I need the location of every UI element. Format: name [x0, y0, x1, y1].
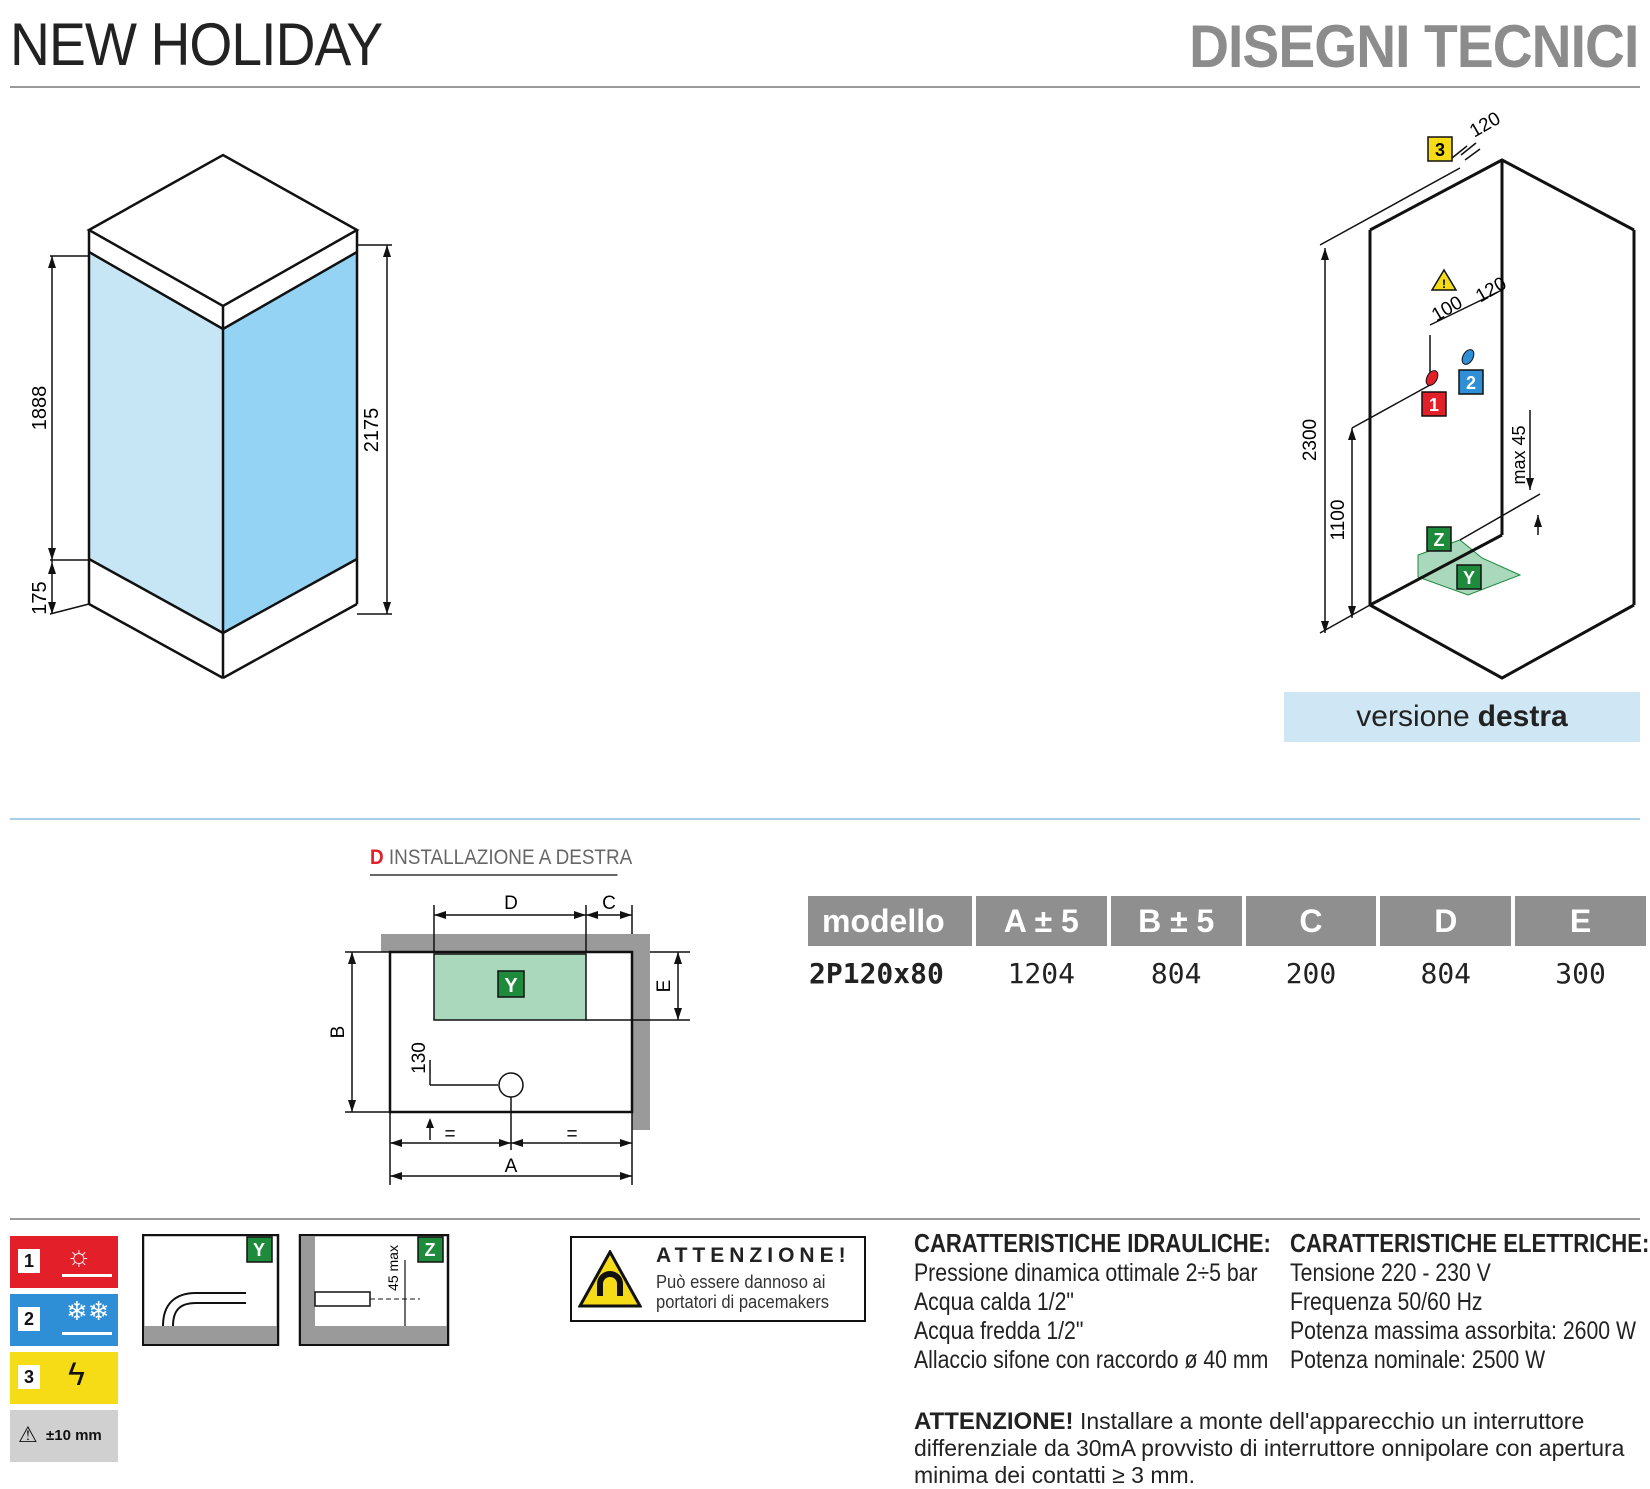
plan-equal-right: =	[566, 1124, 577, 1145]
col-d: D	[1380, 896, 1512, 946]
plan-dim-b: B	[328, 1026, 349, 1039]
legend-tolerance: ⚠ ±10 mm	[10, 1410, 118, 1462]
installation-note: ATTENZIONE! Installare a monte dell'appa…	[914, 1408, 1625, 1488]
cell-b: 804	[1150, 956, 1202, 990]
dim-1100: 1100	[1328, 500, 1349, 541]
warning-icon	[1430, 268, 1458, 291]
legend-electric: 3 ϟ	[10, 1352, 118, 1404]
page-title: NEW HOLIDAY	[10, 11, 383, 78]
marker-y	[1456, 564, 1482, 590]
col-e: E	[1515, 896, 1646, 946]
marker-1	[1421, 391, 1447, 417]
marker-2	[1458, 369, 1484, 395]
cell-model: 2P120x80	[809, 956, 944, 990]
col-c: C	[1245, 896, 1377, 946]
svg-text:Y: Y	[1463, 568, 1475, 588]
dim-2175: 2175	[361, 408, 383, 453]
iso-left-drawing: 1888 175 2175	[29, 153, 392, 680]
iso-right-drawing: ! 3 1 2 Z Y 120 2300 100 120 1100 max 45	[1300, 108, 1636, 680]
dim-2300: 2300	[1300, 419, 1321, 461]
plan-dim-c: C	[602, 893, 616, 914]
col-modello: modello	[808, 896, 972, 946]
plan-dim-a: A	[505, 1156, 518, 1177]
plan-heading: D INSTALLAZIONE A DESTRA	[370, 846, 632, 876]
hydraulic-specs: CARATTERISTICHE IDRAULICHE: Pressione di…	[914, 1228, 1271, 1374]
header-divider	[10, 86, 1640, 88]
detail-z-drawing: Z 45 max	[298, 1234, 450, 1346]
cell-d: 804	[1420, 956, 1472, 990]
hot-outlet	[1425, 370, 1439, 386]
detail-y-drawing: Y	[142, 1234, 280, 1346]
dimensions-table: modello A ± 5 B ± 5 C D E 2P120x80 1204 …	[804, 896, 1650, 1000]
col-b: B ± 5	[1110, 896, 1242, 946]
electric-specs: CARATTERISTICHE ELETTRICHE: Tensione 220…	[1290, 1228, 1650, 1374]
marker-z	[1426, 526, 1452, 552]
dim-max45: max 45	[1509, 425, 1529, 484]
svg-text:Y: Y	[504, 975, 518, 997]
svg-text:1: 1	[1429, 395, 1439, 415]
table-row: 2P120x80 1204 804 200 804 300	[808, 946, 1646, 1000]
svg-text:Y: Y	[253, 1240, 265, 1260]
svg-text:Z: Z	[1434, 530, 1445, 550]
plan-dim-e: E	[654, 980, 675, 993]
magnet-warning-icon	[578, 1250, 642, 1308]
svg-text:Z: Z	[425, 1240, 436, 1260]
plan-dim-d: D	[504, 893, 518, 914]
svg-text:3: 3	[1435, 140, 1445, 160]
glass-right-panel	[223, 252, 357, 633]
dim-175: 175	[29, 581, 51, 614]
plan-equal-left: =	[444, 1124, 455, 1145]
cell-a: 1204	[1007, 956, 1076, 990]
section-divider	[10, 818, 1640, 820]
cell-c: 200	[1285, 956, 1337, 990]
cell-e: 300	[1555, 956, 1606, 990]
dim-120-top: 120	[1466, 108, 1504, 142]
snowflake-water-icon: ❄❄	[66, 1296, 110, 1326]
legend-cold-water: 2 ❄❄	[10, 1294, 118, 1346]
detail-marker-y	[246, 1236, 273, 1263]
warning-icon: ⚠	[18, 1422, 38, 1447]
plan-drawing: Y D C E	[328, 893, 690, 1185]
detail-marker-z	[417, 1236, 444, 1263]
detail-dim-45max: 45 max	[385, 1245, 401, 1291]
svg-text:2: 2	[1466, 373, 1476, 393]
section-title: DISEGNI TECNICI	[1188, 13, 1639, 80]
dim-100: 100	[1428, 292, 1466, 326]
sun-water-icon: ☼	[66, 1240, 92, 1271]
col-a: A ± 5	[975, 896, 1107, 946]
pacemaker-warning: ATTENZIONE! Può essere dannoso ai portat…	[570, 1236, 866, 1322]
glass-left-panel	[89, 252, 223, 633]
plan-marker-y	[497, 970, 525, 998]
plan-dim-130: 130	[409, 1042, 430, 1074]
cold-outlet	[1461, 349, 1475, 365]
marker-3	[1427, 136, 1453, 162]
legend-hot-water: 1 ☼	[10, 1236, 118, 1288]
svg-text:!: !	[1442, 277, 1446, 291]
footer-divider	[10, 1218, 1640, 1220]
dim-1888: 1888	[29, 386, 51, 431]
plug-lightning-icon: ϟ	[68, 1356, 85, 1392]
drain-circle	[498, 1072, 524, 1098]
table-header-row: modello A ± 5 B ± 5 C D E	[808, 896, 1646, 946]
